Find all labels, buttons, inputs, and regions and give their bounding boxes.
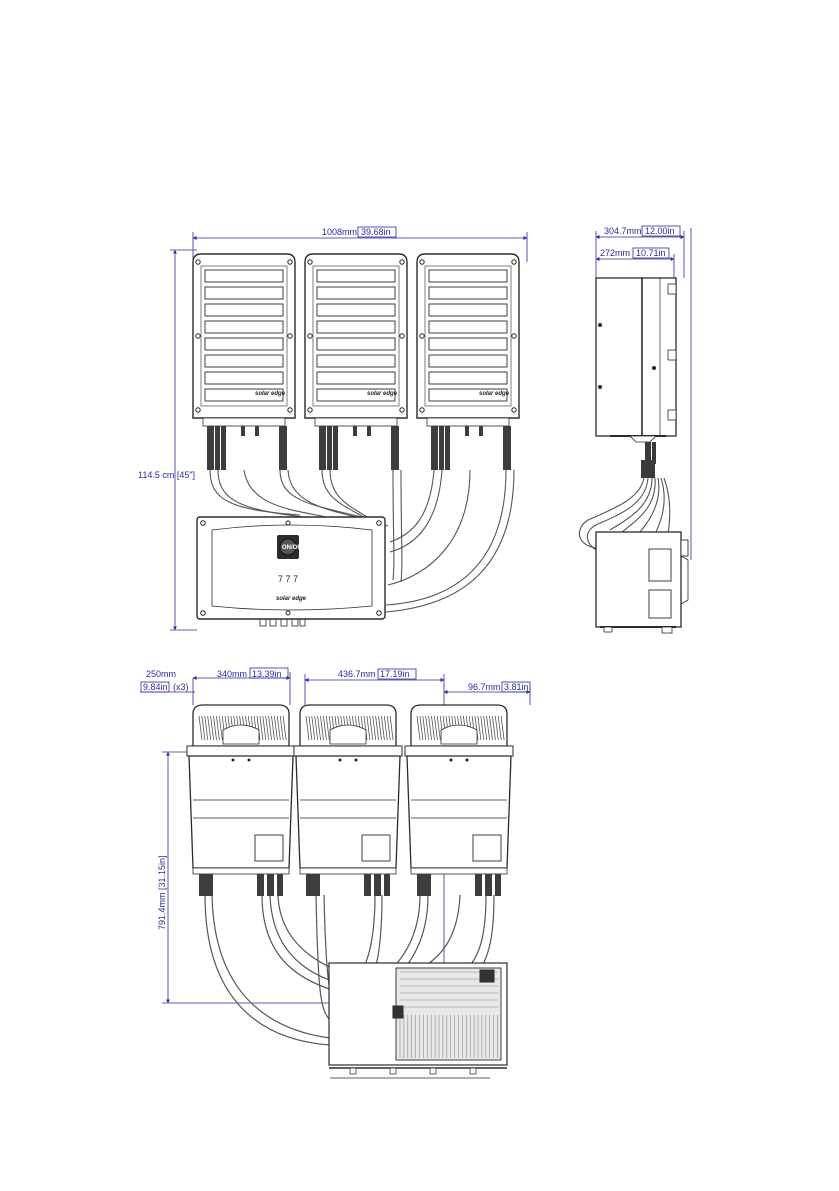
front-inverter-brand: solar edge xyxy=(367,391,398,397)
side-body-in: 10.71in xyxy=(636,248,666,258)
connection-box: ON/OFF 7 7 7 solar edge xyxy=(197,517,385,626)
side-view: 304.7mm 12.00in 272mm 10.71in xyxy=(579,226,691,633)
bottom-height-label: 791.4mm [31.15in] xyxy=(157,855,167,930)
front-inverter-brand: solar edge xyxy=(255,391,286,397)
front-width-mm: 1008mm xyxy=(322,227,357,237)
front-inverter-3: solar edge xyxy=(417,254,519,470)
switch-label: ON/OFF xyxy=(282,545,305,551)
side-connectors xyxy=(641,442,656,478)
side-body-mm: 272mm xyxy=(600,248,630,258)
front-width-in: 39.68in xyxy=(361,227,391,237)
front-inverter-brand: solar edge xyxy=(479,391,510,397)
bottom-left-in: 9.84in xyxy=(143,682,168,692)
bottom-offset-mm: 96.7mm xyxy=(468,682,501,692)
front-height-label: 114.5 cm [45"] xyxy=(138,470,195,480)
bottom-inverter-1 xyxy=(187,705,295,896)
bottom-manager-box xyxy=(329,963,507,1078)
led-marks: 7 7 7 xyxy=(278,574,298,584)
front-view: 1008mm 39.68in 114.5 cm [45"] solar edge… xyxy=(138,227,527,630)
side-depth-in: 12.00in xyxy=(645,226,675,236)
bottom-unit-mm: 340mm xyxy=(217,669,247,679)
bottom-pitch-mm: 436.7mm xyxy=(338,669,376,679)
bottom-left-note: (x3) xyxy=(173,682,189,692)
bottom-view: 250mm 9.84in (x3) 340mm 13.39in 436.7mm … xyxy=(140,668,530,1078)
front-inverter-1: solar edge xyxy=(193,254,295,470)
bottom-pitch-in: 17.19in xyxy=(380,669,410,679)
bottom-inverter-3 xyxy=(405,705,513,896)
bottom-inverter-2 xyxy=(294,705,402,896)
bottom-inverter-units xyxy=(187,705,513,896)
side-connection-box xyxy=(596,532,688,633)
bottom-unit-in: 13.39in xyxy=(252,669,282,679)
side-inverter xyxy=(596,278,676,442)
bottom-offset-in: 3.81in xyxy=(504,682,529,692)
bottom-left-mm: 250mm xyxy=(146,669,176,679)
box-brand: solar edge xyxy=(276,596,307,602)
front-inverter-units: solar edge solar edge solar edge xyxy=(193,254,519,470)
side-depth-mm: 304.7mm xyxy=(604,226,642,236)
front-inverter-2: solar edge xyxy=(305,254,407,470)
